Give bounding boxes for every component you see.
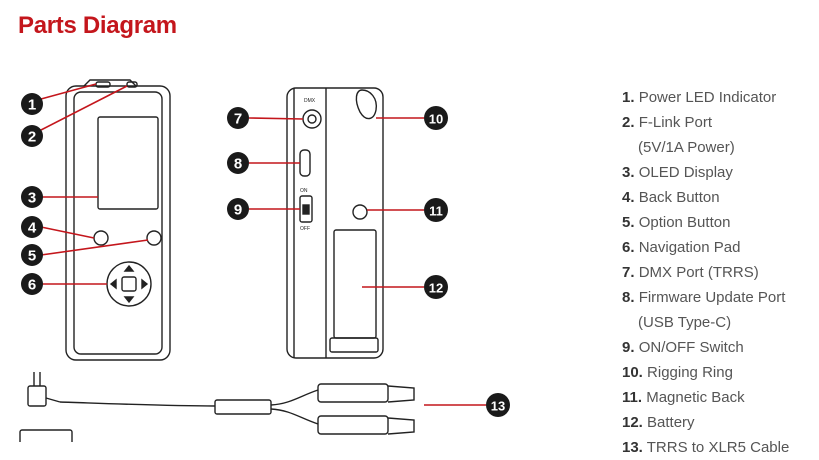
parts-list-item: 3. OLED Display bbox=[622, 164, 733, 181]
parts-list-item: 1. Power LED Indicator bbox=[622, 89, 777, 106]
callout-badge-3: 3 bbox=[21, 186, 43, 208]
callout-badge-6: 6 bbox=[21, 273, 43, 295]
callout-badge-8: 8 bbox=[227, 152, 249, 174]
switch-on-label: ON bbox=[300, 188, 308, 194]
dmx-port bbox=[302, 109, 322, 129]
svg-text:8: 8 bbox=[234, 156, 242, 173]
parts-list-item: 6. Navigation Pad bbox=[622, 239, 741, 256]
device-front-view bbox=[65, 79, 171, 361]
callout-badge-5: 5 bbox=[21, 244, 43, 266]
navigation-pad bbox=[106, 261, 152, 307]
svg-text:12: 12 bbox=[429, 281, 443, 296]
parts-list-item: 11. Magnetic Back bbox=[622, 389, 745, 406]
parts-list-item: (5V/1A Power) bbox=[638, 139, 735, 156]
callout-badge-2: 2 bbox=[21, 125, 43, 147]
parts-list-item: 8. Firmware Update Port bbox=[622, 289, 786, 306]
f-link-port bbox=[126, 81, 138, 88]
svg-text:3: 3 bbox=[28, 190, 36, 207]
parts-list-item: 7. DMX Port (TRRS) bbox=[622, 264, 759, 281]
svg-text:13: 13 bbox=[491, 399, 505, 414]
parts-list-item: 12. Battery bbox=[622, 414, 695, 431]
callout-badge-1: 1 bbox=[21, 93, 43, 115]
svg-text:2: 2 bbox=[28, 129, 36, 146]
callout-badge-11: 11 bbox=[424, 198, 448, 222]
firmware-update-port bbox=[299, 149, 311, 177]
svg-text:11: 11 bbox=[429, 204, 443, 219]
svg-text:9: 9 bbox=[234, 202, 242, 219]
callout-badge-13: 13 bbox=[486, 393, 510, 417]
svg-text:1: 1 bbox=[28, 97, 36, 114]
callout-badge-10: 10 bbox=[424, 106, 448, 130]
back-button bbox=[93, 230, 109, 246]
svg-text:5: 5 bbox=[28, 248, 36, 265]
oled-display bbox=[97, 116, 159, 210]
parts-diagram-illustration: 1 2 3 4 5 6 7 8 9 10 11 12 13 DMX ON OFF bbox=[19, 79, 510, 442]
switch-off-label: OFF bbox=[300, 226, 310, 232]
callout-badge-7: 7 bbox=[227, 107, 249, 129]
svg-text:6: 6 bbox=[28, 277, 36, 294]
callout-badge-4: 4 bbox=[21, 216, 43, 238]
parts-list-item: 10. Rigging Ring bbox=[622, 364, 733, 381]
magnetic-back bbox=[352, 204, 368, 220]
callout-badge-12: 12 bbox=[424, 275, 448, 299]
parts-list: 1. Power LED Indicator 2. F-Link Port (5… bbox=[622, 85, 819, 460]
leader-lines bbox=[40, 83, 486, 406]
dmx-port-label: DMX bbox=[304, 98, 316, 104]
page-title: Parts Diagram bbox=[18, 12, 177, 39]
option-button bbox=[146, 230, 162, 246]
parts-list-item: 9. ON/OFF Switch bbox=[622, 339, 744, 356]
device-back-view bbox=[286, 87, 384, 359]
callout-badge-9: 9 bbox=[227, 198, 249, 220]
parts-list-item: 5. Option Button bbox=[622, 214, 731, 231]
parts-list-item: (USB Type-C) bbox=[638, 314, 732, 331]
rigging-ring bbox=[355, 89, 377, 120]
parts-list-item: 13. TRRS to XLR5 Cable bbox=[622, 439, 790, 456]
svg-text:4: 4 bbox=[28, 220, 37, 237]
svg-text:7: 7 bbox=[234, 111, 242, 128]
parts-list-item: 2. F-Link Port bbox=[622, 114, 713, 131]
svg-text:10: 10 bbox=[429, 112, 443, 127]
battery-compartment bbox=[333, 229, 377, 339]
parts-list-item: 4. Back Button bbox=[622, 189, 720, 206]
trrs-to-xlr5-cable bbox=[19, 372, 415, 442]
